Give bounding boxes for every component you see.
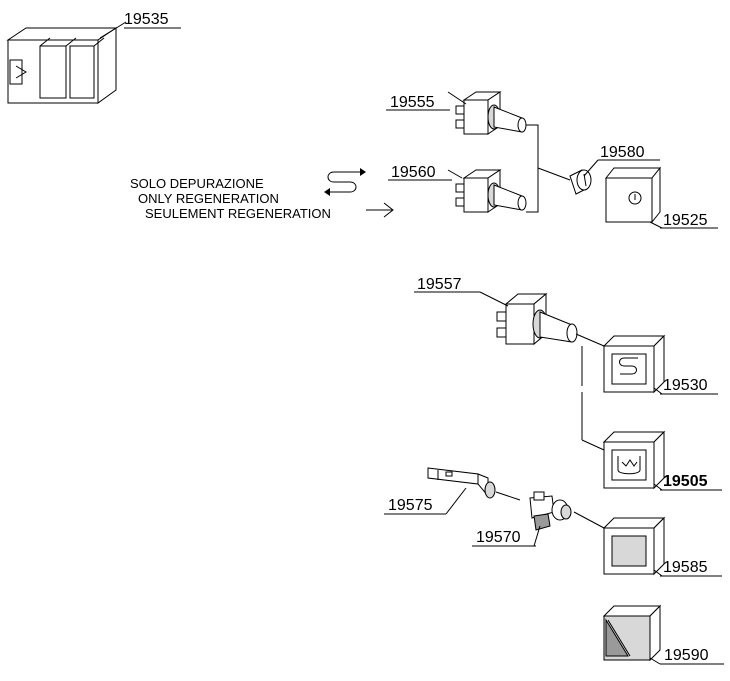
selector-switch-19560 — [455, 169, 527, 213]
part-label-19575: 19575 — [388, 497, 433, 514]
note-line-italian: SOLO DEPURAZIONE — [130, 176, 264, 191]
part-label-19585: 19585 — [663, 559, 708, 576]
leader-19560 — [447, 169, 463, 179]
leader-19575 — [445, 487, 467, 515]
leader-19557 — [479, 291, 509, 307]
leader-19590 — [649, 657, 661, 665]
leader-19535 — [99, 21, 127, 39]
leader-19505 — [653, 483, 663, 491]
part-label-19555: 19555 — [390, 94, 435, 111]
probe-19575 — [427, 467, 496, 499]
part-label-19505: 19505 — [663, 473, 708, 490]
part-label-19560: 19560 — [391, 164, 436, 181]
regeneration-cap-19530 — [602, 334, 666, 394]
regeneration-cycle-icon — [324, 168, 366, 196]
part-label-19570: 19570 — [476, 529, 521, 546]
connector-to-knob — [537, 167, 571, 181]
indicator-cap-19525 — [604, 166, 662, 224]
leader-19530 — [653, 387, 663, 395]
note-line-english: ONLY REGENERATION — [138, 191, 279, 206]
part-label-19580: 19580 — [600, 144, 645, 161]
connector-to-19505 — [581, 439, 605, 451]
connector-to-19530 — [575, 333, 605, 347]
connector-probe — [495, 491, 521, 501]
selector-switch-19555 — [455, 91, 527, 135]
knob-19580 — [569, 169, 592, 195]
part-label-19557: 19557 — [417, 276, 462, 293]
part-label-19525: 19525 — [663, 212, 708, 229]
lampholder-19570 — [529, 491, 572, 531]
blank-cap-19590 — [602, 604, 662, 662]
note-line-french: SEULEMENT REGENERATION — [145, 206, 331, 221]
leader-19585 — [653, 569, 663, 577]
right-arrow-icon — [366, 202, 394, 218]
panel-frame-19535 — [6, 27, 118, 104]
selector-switch-19557 — [496, 292, 578, 346]
part-label-19590: 19590 — [664, 647, 709, 664]
part-label-19535: 19535 — [124, 11, 169, 28]
leader-19555 — [447, 91, 467, 105]
lens-cap-19585 — [602, 516, 666, 576]
leader-19525 — [649, 221, 663, 229]
leader-19580 — [583, 159, 599, 177]
connector-switches — [526, 124, 539, 213]
leader-19570 — [533, 525, 541, 547]
part-label-19530: 19530 — [663, 377, 708, 394]
connector-lampholder — [573, 511, 605, 529]
wash-cap-19505 — [602, 430, 666, 490]
